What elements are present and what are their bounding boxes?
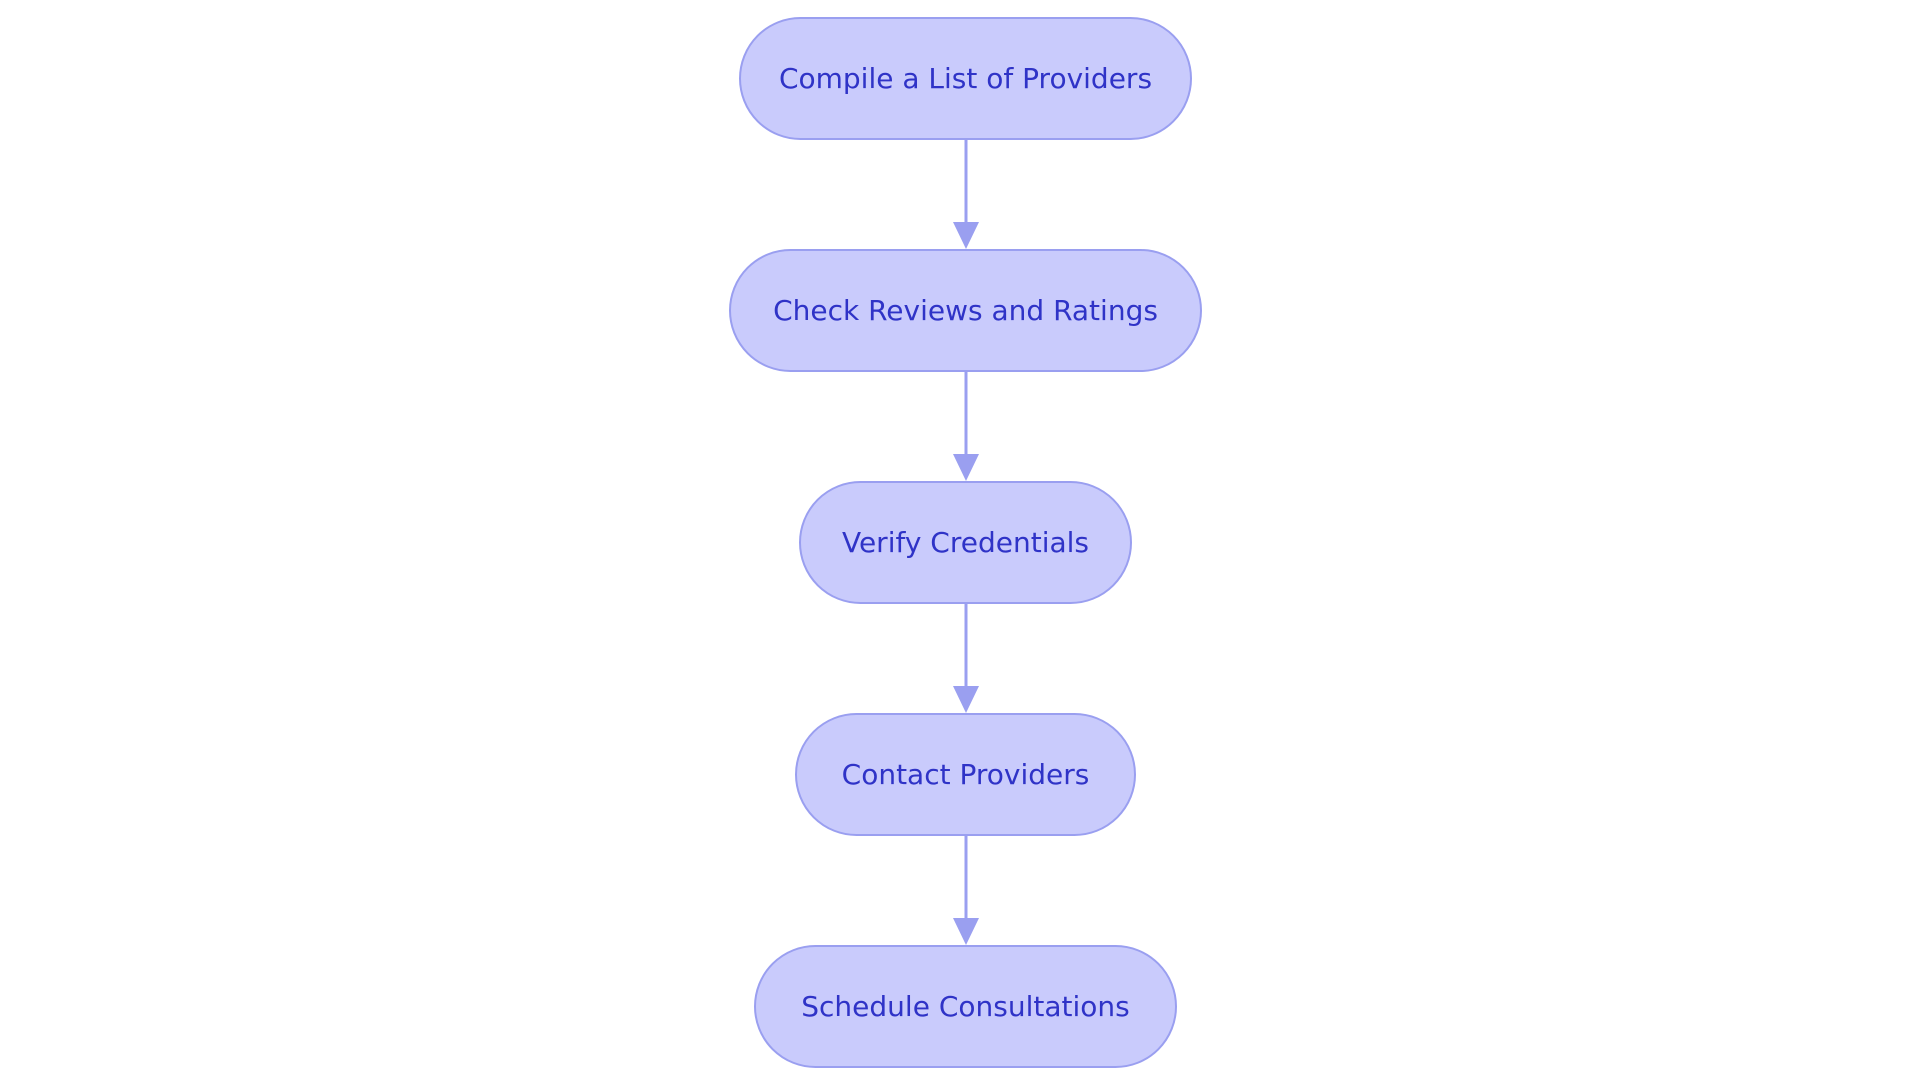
edge-arrow-1 [953,140,979,249]
step-compile-list-of-providers[interactable]: Compile a List of Providers [739,17,1192,140]
step-check-reviews-and-ratings[interactable]: Check Reviews and Ratings [729,249,1202,372]
edge-arrow-4 [953,836,979,945]
arrowhead-icon [953,222,979,249]
step-label: Check Reviews and Ratings [773,294,1158,327]
edge-arrow-2 [953,372,979,481]
arrowhead-icon [953,686,979,713]
edge-arrow-3 [953,604,979,713]
step-label: Compile a List of Providers [778,62,1153,95]
arrowhead-icon [953,918,979,945]
step-contact-providers[interactable]: Contact Providers [795,713,1136,836]
step-label: Schedule Consultations [801,990,1130,1023]
step-schedule-consultations[interactable]: Schedule Consultations [754,945,1177,1068]
step-label: Verify Credentials [841,526,1090,559]
arrowhead-icon [953,454,979,481]
step-verify-credentials[interactable]: Verify Credentials [799,481,1132,604]
step-label: Contact Providers [841,758,1090,791]
edges-layer [953,140,979,945]
